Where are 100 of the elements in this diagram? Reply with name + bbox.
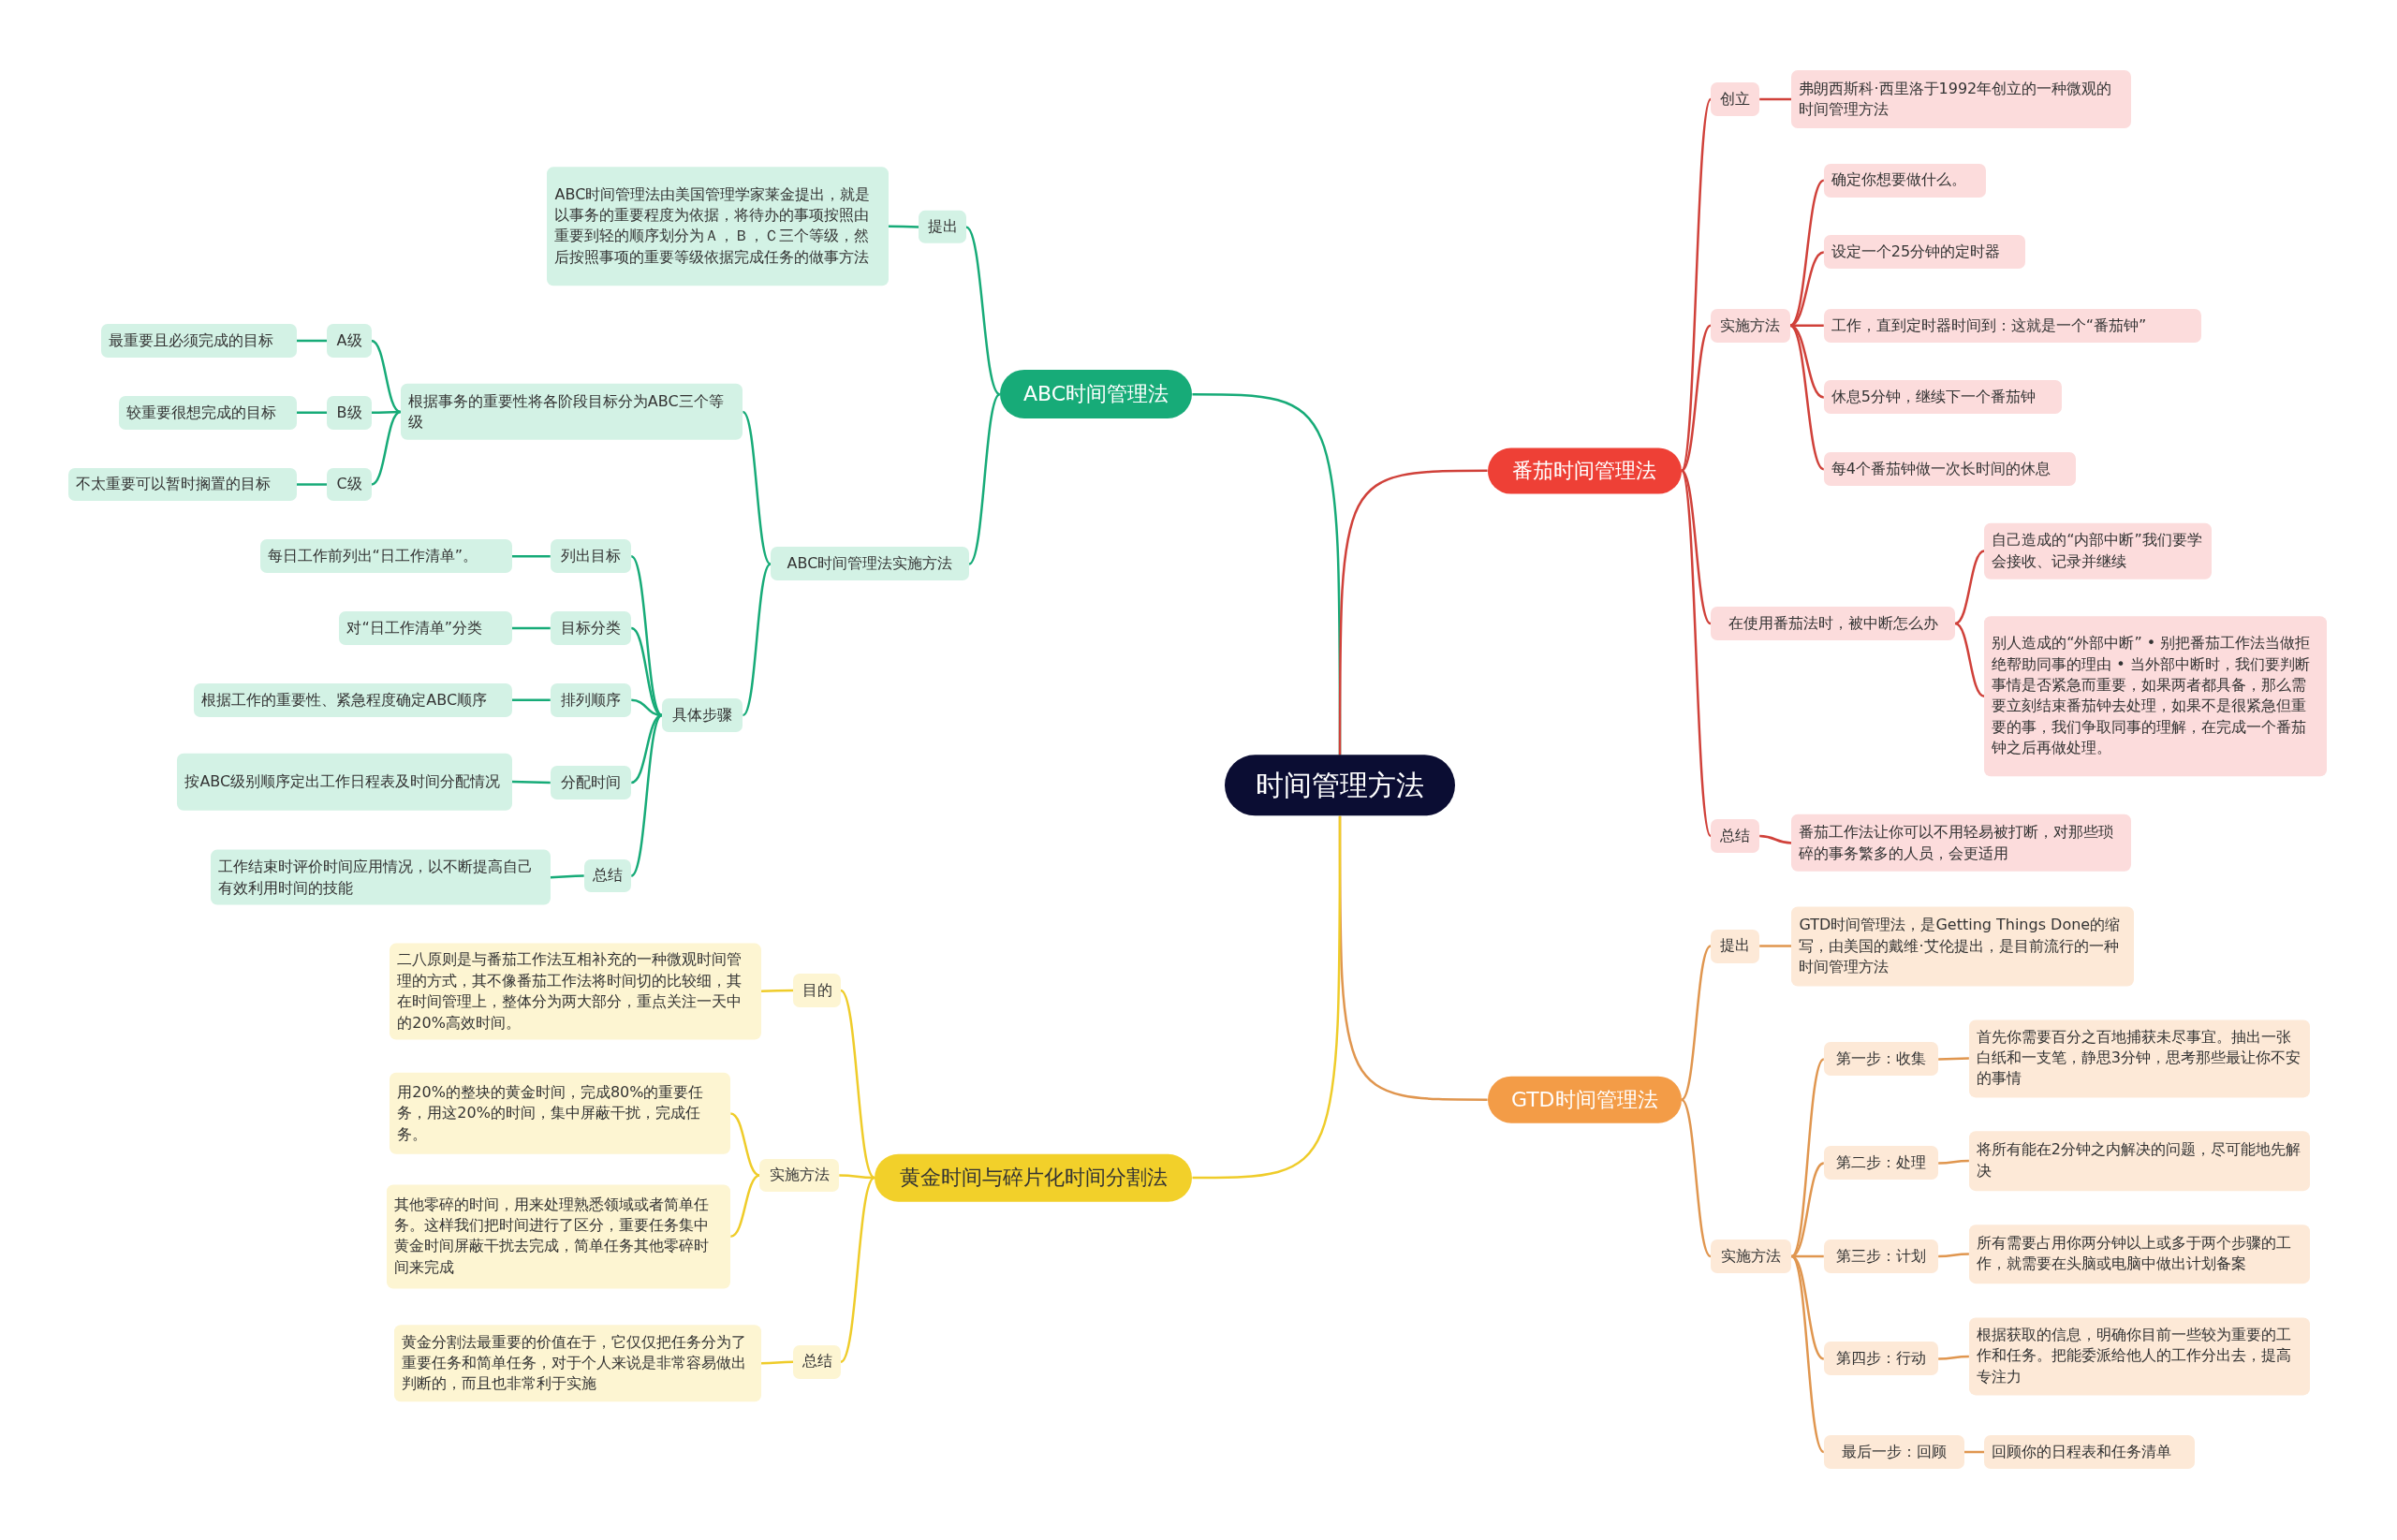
connector-line (371, 339, 402, 414)
connector-line (1789, 324, 1825, 399)
connector-line (1759, 834, 1792, 844)
connector-line (1963, 1450, 1985, 1454)
subtopic-box: 在使用番茄法时，被中断怎么办 (1710, 607, 1956, 641)
detail-box: 所有需要占用你两分钟以上或多于两个步骤的工作，就需要在头脑或电脑中做出计划备案 (1968, 1224, 2310, 1284)
subtopic-box: 目的 (793, 974, 841, 1007)
subtopic-box: 实施方法 (1710, 1239, 1792, 1273)
detail-box: 弗朗西斯科·西里洛于1992年创立的一种微观的时间管理方法 (1791, 70, 2131, 129)
connector-line (761, 989, 794, 993)
subtopic-box: 第四步：行动 (1823, 1342, 1939, 1376)
connector-line (550, 874, 584, 879)
connector-line (511, 698, 551, 701)
detail-box: 其他零碎的时间，用来处理熟悉领域或者简单任务。这样我们把时间进行了区分，重要任务集中黄金时间屏蔽干扰去完成，简单任务其他零碎时间来完成 (387, 1184, 731, 1289)
branch-topic: 番茄时间管理法 (1487, 447, 1682, 494)
branch-topic: GTD时间管理法 (1487, 1076, 1682, 1123)
connector-line (1938, 1253, 1969, 1258)
subtopic-box: 总结 (583, 858, 632, 893)
connector-line (1338, 469, 1488, 755)
subtopic-box: 总结 (793, 1344, 841, 1379)
subtopic-box: 创立 (1710, 82, 1760, 117)
connector-line (371, 410, 401, 415)
detail-box: 首先你需要百分之百地捕获未尽事宜。抽出一张白纸和一支笔，静思3分钟，思考那些最让你不安的事情 (1968, 1019, 2310, 1098)
connector-line (730, 1174, 760, 1238)
branch-topic: ABC时间管理法 (999, 370, 1193, 419)
connector-line (1789, 179, 1825, 327)
subtopic-box: 根据事务的重要性将各阶段目标分为ABC三个等级 (400, 383, 743, 441)
connector-line (630, 714, 663, 877)
detail-box: 工作，直到定时器时间到：这就是一个“番茄钟” (1823, 308, 2201, 343)
subtopic-box: 具体步骤 (661, 698, 743, 733)
subtopic-box: 第一步：收集 (1823, 1042, 1939, 1077)
central-topic: 时间管理方法 (1224, 755, 1456, 816)
detail-box: 设定一个25分钟的定时器 (1823, 235, 2026, 270)
connector-line (1790, 1255, 1825, 1453)
connector-line (1681, 469, 1712, 625)
connector-line (761, 1360, 794, 1365)
connector-line (1681, 324, 1712, 472)
detail-box: 每日工作前列出“日工作清单”。 (259, 539, 512, 574)
connector-line (839, 1174, 875, 1180)
detail-box: ABC时间管理法由美国管理学家莱金提出，就是以事务的重要程度为依据，将待办的事项按照由重要到轻的顺序划分为Ａ，Ｂ，Ｃ三个等级，然后按照事项的重要等级依据完成任务的做事方法 (547, 166, 889, 286)
subtopic-box: 提出 (919, 211, 966, 243)
branch-topic: 黄金时间与碎片化时间分割法 (874, 1153, 1193, 1202)
detail-box: 每4个番茄钟做一次长时间的休息 (1823, 452, 2077, 487)
detail-box: 不太重要可以暂时搁置的目标 (68, 467, 297, 502)
detail-box: 自己造成的“内部中断”我们要学会接收、记录并继续 (1984, 522, 2213, 579)
connector-line (840, 990, 875, 1179)
connector-line (511, 626, 551, 630)
subtopic-box: 分配时间 (550, 765, 632, 799)
connector-line (1954, 622, 1985, 697)
detail-box: 黄金分割法最重要的价值在于，它仅仅把任务分为了重要任务和简单任务，对于个人来说是非常容易做出判断的，而且也非常利于实施 (394, 1325, 762, 1402)
connector-line (1192, 815, 1342, 1180)
connector-line (1938, 1355, 1969, 1360)
detail-box: 工作结束时评价时间应用情况，以不断提高自己有效利用时间的技能 (211, 849, 551, 905)
detail-box: 将所有能在2分钟之内解决的问题，尽可能地先解决 (1968, 1131, 2310, 1191)
connector-line (968, 393, 1001, 565)
connector-line (965, 226, 1001, 396)
subtopic-box: 实施方法 (759, 1158, 840, 1193)
subtopic-box: 列出目标 (550, 539, 632, 574)
detail-box: 根据获取的信息，明确你目前一些较为重要的工作和任务。把能委派给他人的工作分出去，提高专注力 (1968, 1317, 2310, 1396)
connector-line (1790, 1058, 1825, 1257)
subtopic-box: 实施方法 (1710, 308, 1790, 343)
connector-line (742, 563, 772, 716)
connector-line (296, 339, 328, 343)
subtopic-box: 目标分类 (550, 611, 632, 645)
detail-box: 较重要很想完成的目标 (119, 395, 297, 430)
subtopic-box: B级 (327, 395, 372, 430)
subtopic-box: C级 (327, 467, 372, 502)
subtopic-box: 最后一步：回顾 (1823, 1435, 1964, 1469)
connector-line (730, 1112, 760, 1177)
subtopic-box: ABC时间管理法实施方法 (770, 547, 970, 581)
detail-box: 按ABC级别顺序定出工作日程表及时间分配情况 (177, 753, 512, 811)
detail-box: 对“日工作清单”分类 (339, 611, 512, 645)
subtopic-box: 第三步：计划 (1823, 1239, 1939, 1273)
connector-line (296, 411, 328, 415)
detail-box: 休息5分钟，继续下一个番茄钟 (1823, 380, 2063, 415)
detail-box: 确定你想要做什么。 (1823, 163, 1986, 198)
detail-box: 根据工作的重要性、紧急程度确定ABC顺序 (194, 682, 512, 717)
connector-line (1681, 1098, 1712, 1257)
detail-box: 别人造成的“外部中断” • 别把番茄工作法当做拒绝帮助同事的理由 • 当外部中断时，我们要判断事情是否紧急而重要，如果两者都具备，那么需要立刻结束番茄钟去处理，如果不是很紧急但重要的事，我们争取同事的理解，在完成一个番茄钟之后再做处理。 (1984, 615, 2327, 777)
connector-line (630, 555, 663, 716)
subtopic-box: 排列顺序 (550, 682, 632, 717)
detail-box: 番茄工作法让你可以不用轻易被打断，对那些琐碎的事务繁多的人员，会更适用 (1791, 814, 2131, 872)
connector-line (1938, 1159, 1969, 1165)
connector-line (630, 626, 663, 717)
detail-box: GTD时间管理法，是Getting Things Done的缩写，由美国的戴维·艾伦提出，是目前流行的一种时间管理方法 (1791, 906, 2135, 987)
connector-line (888, 225, 919, 228)
subtopic-box: 提出 (1710, 929, 1760, 963)
connector-line (1759, 945, 1792, 947)
connector-line (511, 555, 551, 558)
connector-line (742, 411, 772, 565)
connector-line (1681, 945, 1712, 1101)
detail-box: 二八原则是与番茄工作法互相补充的一种微观时间管理的方式，其不像番茄工作法将时间切的比较细，其在时间管理上，整体分为两大部分，重点关注一天中的20%高效时间。 (390, 943, 762, 1040)
detail-box: 最重要且必须完成的目标 (100, 324, 297, 359)
connector-line (296, 483, 328, 486)
connector-line (371, 410, 402, 486)
connector-line (1759, 97, 1792, 101)
subtopic-box: 总结 (1710, 819, 1760, 853)
detail-box: 用20%的整块的黄金时间，完成80%的重要任务，用这20%的时间，集中屏蔽干扰，完成任务。 (390, 1073, 731, 1154)
detail-box: 回顾你的日程表和任务清单 (1984, 1435, 2196, 1469)
connector-line (1789, 324, 1825, 471)
